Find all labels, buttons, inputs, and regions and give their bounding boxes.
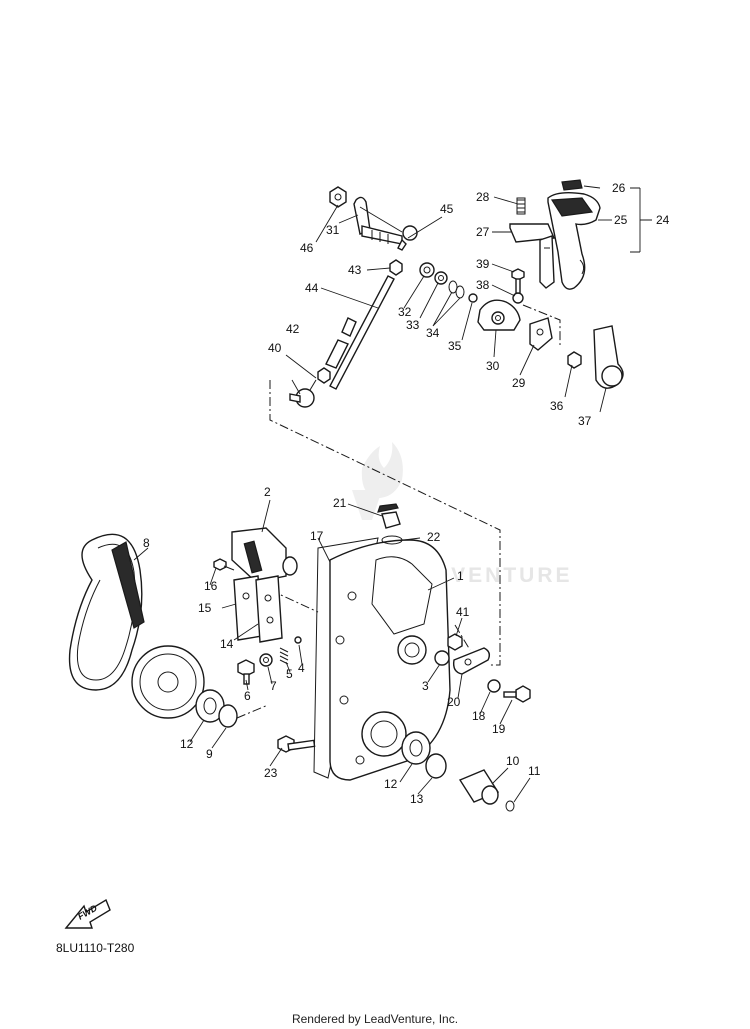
part-12-bearing-right	[401, 731, 431, 765]
part-16-bolt	[213, 558, 235, 571]
callout-23: 23	[264, 766, 278, 780]
part-35-washer	[468, 293, 478, 303]
callout-5: 5	[286, 667, 293, 681]
part-30-bracket	[477, 299, 521, 331]
callout-19: 19	[492, 722, 506, 736]
callout-9: 9	[206, 747, 213, 761]
part-44-rod	[325, 275, 395, 390]
part-42-nut	[317, 367, 331, 384]
part-9-seal	[218, 704, 238, 728]
part-7-washer	[259, 653, 273, 667]
callout-18: 18	[472, 709, 486, 723]
part-18-washer	[487, 679, 501, 693]
callout-46: 46	[300, 241, 314, 255]
callout-3: 3	[422, 679, 429, 693]
part-5-spring	[279, 647, 289, 665]
part-4-ball	[294, 636, 302, 644]
callout-11: 11	[528, 764, 541, 778]
part-27-lever-base	[509, 223, 556, 289]
callout-35: 35	[448, 339, 462, 353]
part-43-nut	[389, 259, 403, 276]
callout-37: 37	[578, 414, 592, 428]
part-1-chaincase	[329, 539, 451, 781]
part-21-plug	[377, 503, 401, 529]
part-25-shift-handle	[547, 191, 601, 290]
callout-16: 16	[204, 579, 218, 593]
part-32-washer	[419, 262, 435, 278]
part-28-spring	[516, 197, 526, 215]
part-11-o-ring	[505, 800, 515, 812]
part-10-collar	[458, 769, 500, 805]
part-45-joint	[397, 225, 418, 251]
leader-lines	[133, 185, 652, 803]
part-29-plate	[529, 317, 553, 351]
callout-40: 40	[268, 341, 282, 355]
part-17-gasket	[313, 537, 379, 779]
part-14-plate	[255, 575, 283, 643]
callout-38: 38	[476, 278, 490, 292]
callout-34: 34	[426, 326, 440, 340]
part-34-o-rings	[448, 280, 465, 299]
callouts: 1 2 3 4 5 6 7 8 9 10 11 12 12 13 14 15 1…	[143, 181, 670, 806]
part-20-arm	[452, 647, 491, 675]
callout-17: 17	[310, 529, 324, 543]
callout-33: 33	[406, 318, 420, 332]
callout-26: 26	[612, 181, 626, 195]
callout-8: 8	[143, 536, 150, 550]
callout-31: 31	[326, 223, 340, 237]
callout-36: 36	[550, 399, 564, 413]
callout-22: 22	[427, 530, 441, 544]
callout-12-left: 12	[180, 737, 194, 751]
part-26-cap	[561, 179, 583, 191]
callout-32: 32	[398, 305, 412, 319]
part-40-ball-joint	[289, 379, 317, 408]
part-3-washer	[434, 650, 450, 666]
callout-10: 10	[506, 754, 520, 768]
callout-6: 6	[244, 689, 251, 703]
callout-41: 41	[456, 605, 470, 619]
callout-43: 43	[348, 263, 362, 277]
callout-28: 28	[476, 190, 490, 204]
part-36-nut	[567, 351, 582, 369]
callout-45: 45	[440, 202, 454, 216]
callout-12-right: 12	[384, 777, 398, 791]
part-46-nut	[329, 186, 347, 208]
part-37-lever-cover	[593, 325, 624, 389]
part-12-sprocket	[131, 645, 205, 719]
part-13-seal	[425, 753, 447, 779]
callout-30: 30	[486, 359, 500, 373]
footer-credit: Rendered by LeadVenture, Inc.	[291, 1012, 459, 1026]
callout-44: 44	[305, 281, 319, 295]
part-41-nut	[447, 633, 463, 651]
part-19-bolt	[503, 685, 531, 703]
part-23-bolt	[277, 735, 316, 753]
part-31-shift-lever	[353, 196, 403, 245]
callout-7: 7	[270, 679, 277, 693]
callout-25: 25	[614, 213, 628, 227]
callout-20: 20	[447, 695, 461, 709]
callout-15: 15	[198, 601, 212, 615]
diagram-code: 8LU1110-T280	[56, 941, 135, 955]
part-2-shift-drum	[231, 527, 298, 583]
part-33-washer	[434, 271, 448, 285]
callout-21: 21	[333, 496, 347, 510]
callout-27: 27	[476, 225, 490, 239]
callout-1: 1	[457, 569, 464, 583]
callout-14: 14	[220, 637, 234, 651]
part-39-bolt	[511, 268, 525, 294]
part-6-bolt	[237, 659, 255, 685]
callout-39: 39	[476, 257, 490, 271]
callout-24: 24	[656, 213, 670, 227]
fwd-arrow-icon: FWD	[64, 898, 111, 929]
callout-13: 13	[410, 792, 424, 806]
part-8-chain	[68, 533, 145, 691]
callout-42: 42	[286, 322, 300, 336]
part-22-o-ring	[381, 535, 403, 545]
part-38-washer	[512, 292, 524, 304]
callout-4: 4	[298, 661, 305, 675]
callout-2: 2	[264, 485, 271, 499]
callout-29: 29	[512, 376, 526, 390]
